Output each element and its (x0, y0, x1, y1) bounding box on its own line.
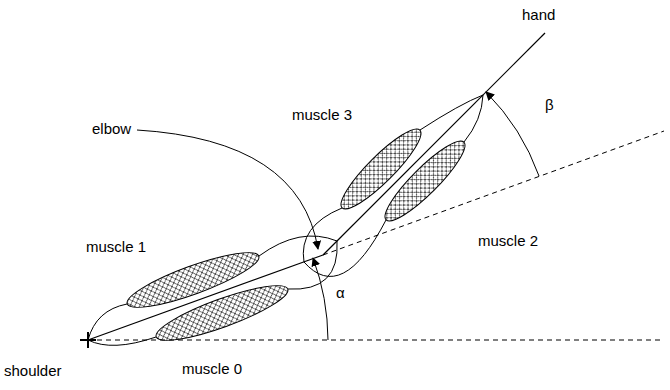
tendon (259, 236, 337, 256)
muscle-shape (377, 133, 473, 229)
tendons (88, 95, 483, 345)
forearm-bone (323, 33, 545, 255)
muscle-shape (151, 276, 292, 350)
alpha-arc (313, 258, 328, 340)
tendon (88, 337, 156, 345)
tendon (420, 95, 483, 130)
beta-arc (486, 92, 539, 176)
part-label: muscle 0 (182, 360, 242, 378)
part-label: shoulder (4, 362, 62, 380)
tendon (464, 95, 483, 142)
tendon (88, 304, 127, 340)
part-label: muscle 3 (292, 106, 352, 124)
tendon (303, 208, 342, 262)
part-label: muscle 2 (478, 232, 538, 250)
part-label: α (336, 284, 345, 302)
tendon (288, 241, 337, 289)
leader-line (137, 130, 318, 249)
part-label: elbow (92, 120, 131, 138)
part-label: β (545, 96, 554, 114)
part-label: muscle 1 (86, 238, 146, 256)
part-label: hand (522, 6, 555, 24)
